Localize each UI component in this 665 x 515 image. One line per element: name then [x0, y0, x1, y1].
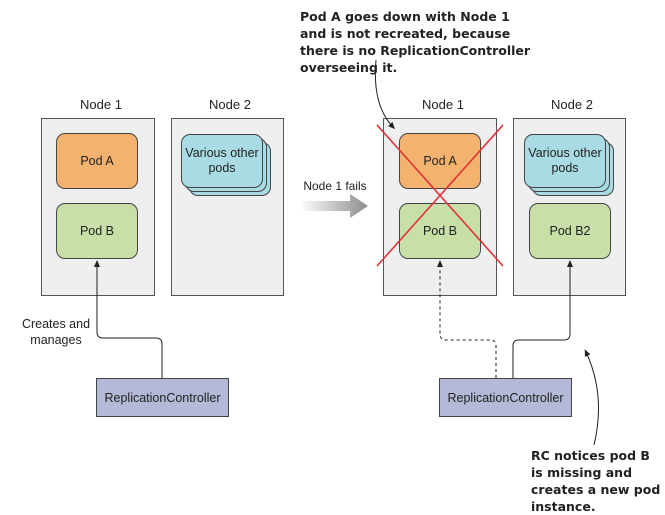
various-pods-before: Various other pods [181, 134, 263, 188]
callout-rc-recreates: RC notices pod B is missing and creates … [531, 448, 661, 514]
callout-pod-a-lost: Pod A goes down with Node 1 and is not r… [300, 9, 531, 75]
pod-a-before: Pod A [56, 133, 138, 189]
replication-controller-before: ReplicationController [96, 378, 229, 417]
edge-label-creates-manages: Creates and manages [21, 317, 91, 347]
pod-b-after: Pod B [399, 203, 481, 259]
pod-b-before: Pod B [56, 203, 138, 259]
pod-a-after: Pod A [399, 133, 481, 189]
transition-label: Node 1 fails [303, 179, 367, 193]
transition-arrow [300, 194, 368, 218]
callout-bottom-pointer [584, 349, 599, 446]
node2-label-before: Node 2 [209, 97, 251, 112]
node1-label-before: Node 1 [80, 97, 122, 112]
node2-label-after: Node 2 [551, 97, 593, 112]
various-pods-after: Various other pods [524, 134, 606, 188]
pod-b2-after: Pod B2 [529, 203, 611, 259]
replication-controller-after: ReplicationController [439, 378, 572, 417]
node1-label-after: Node 1 [422, 97, 464, 112]
